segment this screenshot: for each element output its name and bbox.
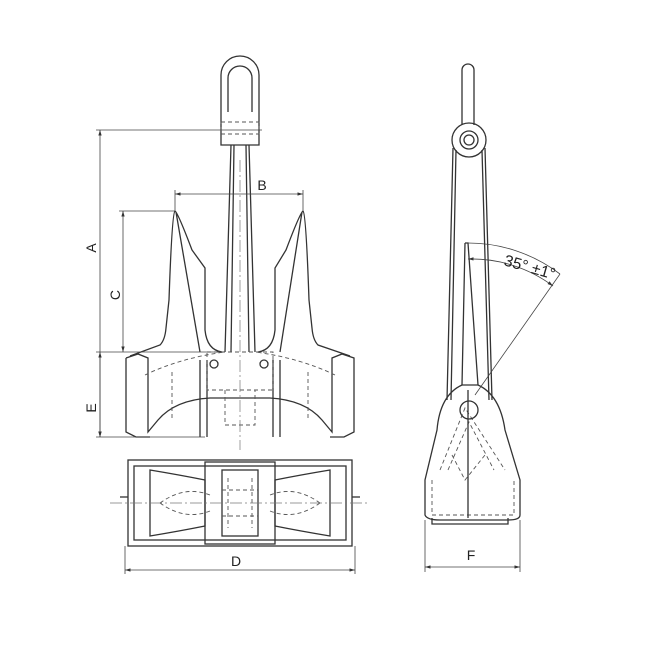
plan-view bbox=[110, 459, 370, 547]
dimension-c: C bbox=[107, 210, 175, 352]
dimension-label-c: C bbox=[107, 290, 123, 300]
side-shank bbox=[446, 147, 493, 401]
dimension-d: D bbox=[124, 546, 356, 574]
dimension-b: B bbox=[174, 177, 304, 211]
front-view bbox=[125, 55, 355, 450]
angle-dimension: 35° ±1° bbox=[467, 242, 561, 396]
dimension-label-b: B bbox=[257, 177, 266, 193]
dimension-a: A bbox=[83, 129, 262, 437]
right-fluke bbox=[257, 210, 351, 357]
side-shackle bbox=[461, 63, 475, 125]
dimension-label-e: E bbox=[83, 403, 99, 412]
shackle bbox=[220, 55, 260, 146]
dimension-e: E bbox=[83, 351, 225, 438]
side-head bbox=[424, 384, 521, 521]
shank bbox=[224, 144, 256, 353]
side-view bbox=[424, 63, 521, 525]
dimension-label-f: F bbox=[467, 547, 476, 563]
dimension-label-a: A bbox=[83, 243, 99, 253]
dimension-label-d: D bbox=[231, 553, 241, 569]
dimension-f: F bbox=[424, 520, 521, 572]
angle-label: 35° ±1° bbox=[502, 253, 557, 284]
left-fluke bbox=[129, 210, 223, 357]
